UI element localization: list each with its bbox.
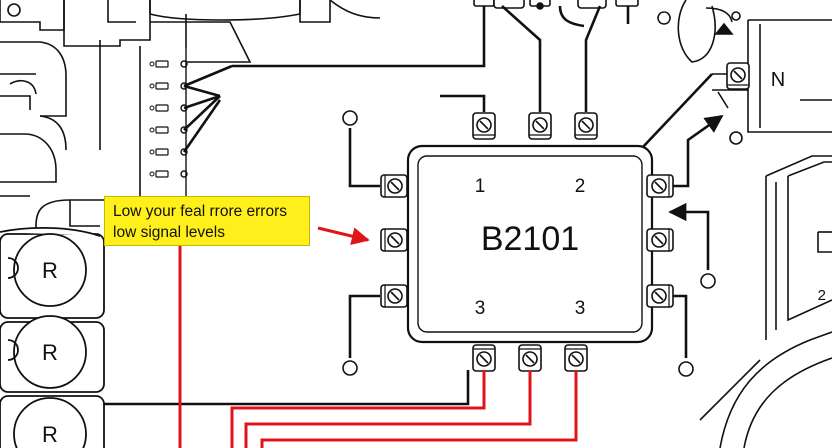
terminal-screw-icon — [564, 344, 588, 372]
terminal-screw-icon — [646, 174, 674, 198]
top-left-housing — [0, 0, 381, 232]
fan-wires — [182, 0, 486, 153]
multiswitch-model-label: B2101 — [481, 220, 579, 258]
dish-assembly — [657, 0, 741, 63]
receiver-label-1: R — [42, 258, 58, 283]
left-ring-terminals — [342, 110, 358, 376]
terminal-screw-icon — [518, 344, 542, 372]
terminal-screw-icon — [574, 112, 598, 140]
left-wires — [20, 128, 470, 406]
port-label-top-left: 1 — [475, 176, 486, 197]
receiver-stack — [0, 227, 105, 448]
terminal-screw-icon — [472, 112, 496, 140]
terminal-pin-strip — [149, 48, 188, 200]
right-enclosure — [699, 155, 832, 448]
terminal-screw-icon — [528, 112, 552, 140]
terminal-screw-icon — [380, 284, 408, 308]
right-edge-digit: 2 — [818, 287, 826, 304]
warning-callout: Low your feal rrore errors low signal le… — [104, 196, 310, 246]
terminal-screw-icon — [380, 174, 408, 198]
port-label-bottom-left: 3 — [475, 298, 486, 319]
receiver-label-3: R — [42, 422, 58, 447]
right-ring-terminals — [678, 273, 716, 377]
port-label-top-right: 2 — [575, 176, 586, 197]
receiver-label-2: R — [42, 340, 58, 365]
top-connectors — [473, 0, 639, 10]
callout-arrow-icon — [317, 226, 370, 245]
port-label-bottom-right: 3 — [575, 298, 586, 319]
n-terminal-screw-icon — [726, 62, 750, 90]
terminal-screw-icon — [646, 228, 674, 252]
n-connector-block — [712, 19, 832, 145]
n-connector-label: N — [771, 69, 785, 91]
terminal-screw-icon — [380, 228, 408, 252]
terminal-screw-icon — [646, 284, 674, 308]
highlighted-wires — [178, 246, 578, 448]
callout-line-1: Low your feal rrore errors — [113, 203, 288, 220]
terminal-screw-icon — [472, 344, 496, 372]
right-wires — [641, 73, 724, 358]
callout-line-2: low signal levels — [113, 224, 225, 241]
top-wires — [440, 5, 630, 112]
